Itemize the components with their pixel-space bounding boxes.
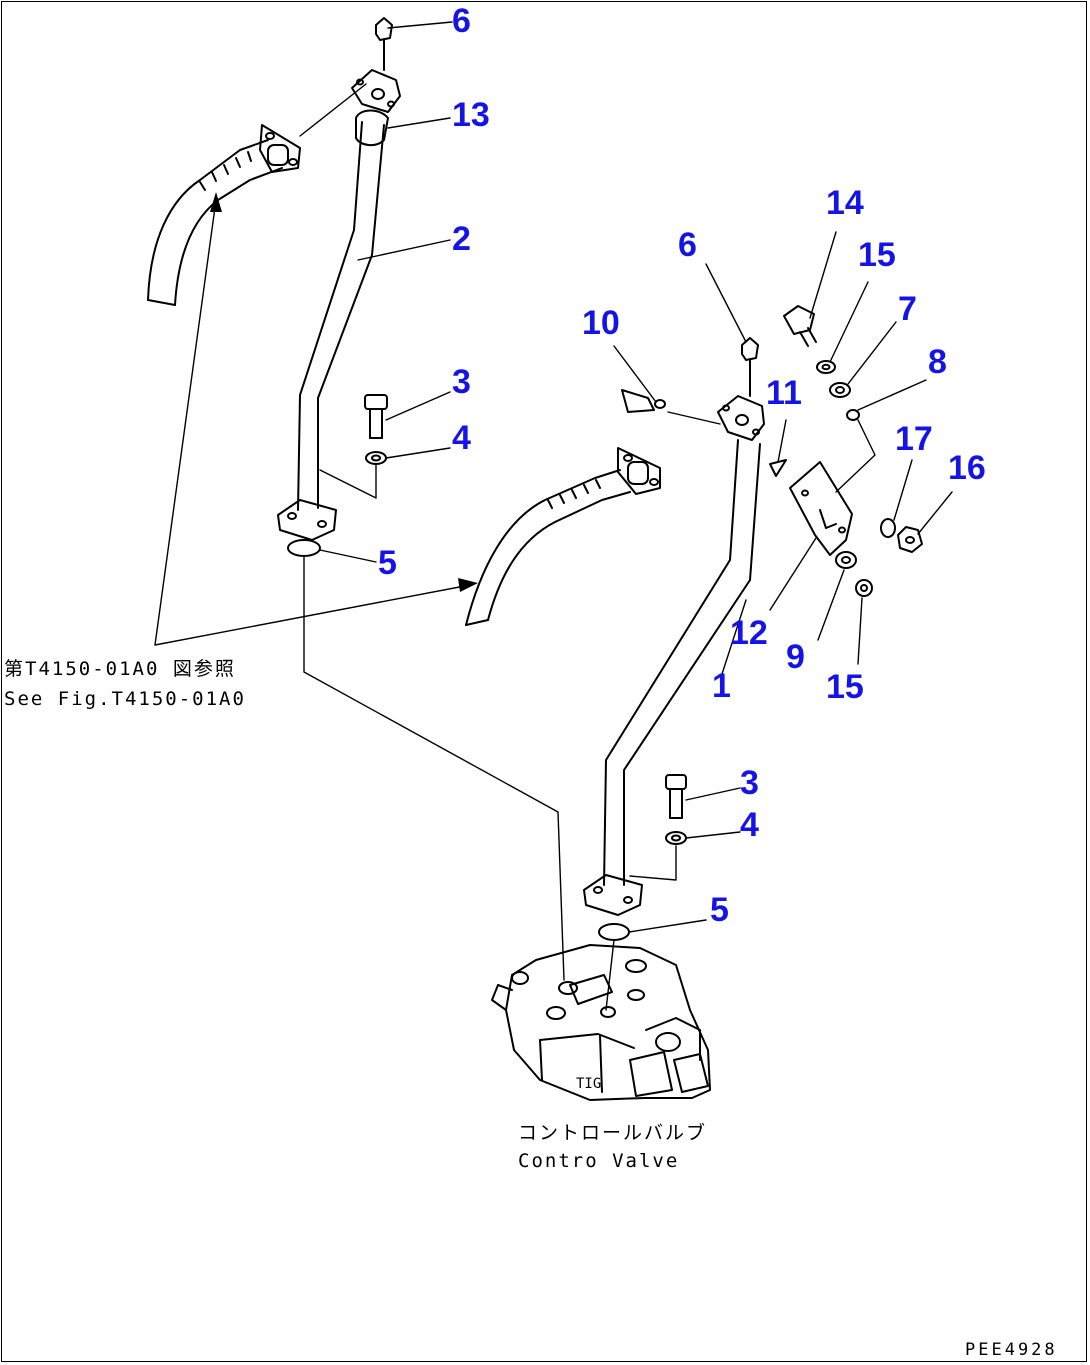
bolt-3-right — [665, 774, 687, 819]
nut-16 — [897, 526, 923, 553]
right-hose — [465, 469, 631, 626]
tube-2 — [297, 109, 389, 511]
callout-1: 1 — [712, 667, 731, 705]
tube-2-base-flange — [277, 499, 337, 541]
valve-label-jp: コントロールバルブ — [518, 1122, 708, 1144]
reference-note-en: See Fig.T4150-01A0 — [4, 688, 246, 710]
callout-15-bottom: 15 — [826, 668, 864, 706]
drawing-code: PEE4928 — [965, 1340, 1058, 1360]
callout-9: 9 — [786, 638, 805, 676]
oring-5-left — [287, 539, 321, 557]
callout-4-right: 4 — [740, 806, 759, 844]
callout-15-top: 15 — [858, 236, 896, 274]
plug-6-top — [375, 17, 393, 71]
collar-8 — [846, 409, 860, 421]
callout-13: 13 — [452, 96, 490, 134]
callout-12: 12 — [730, 614, 768, 652]
right-hose-flange — [617, 447, 661, 495]
callout-3-right: 3 — [740, 764, 759, 802]
washer-17 — [880, 518, 896, 538]
callout-4-left: 4 — [452, 419, 471, 457]
bolt-14 — [783, 305, 817, 347]
upper-flange-6 — [351, 69, 401, 113]
callout-3-left: 3 — [452, 363, 471, 401]
callout-10: 10 — [582, 304, 620, 342]
callout-5-left: 5 — [378, 544, 397, 582]
callout-5-right: 5 — [710, 891, 729, 929]
tube-1 — [603, 439, 761, 886]
washer-4-right — [665, 831, 687, 845]
plug-6-right — [741, 337, 759, 397]
upper-flange-right — [717, 395, 765, 441]
callout-7: 7 — [898, 290, 917, 328]
left-hose-flange — [259, 124, 301, 173]
callout-6-right: 6 — [678, 226, 697, 264]
callout-11: 11 — [766, 374, 802, 412]
callout-14: 14 — [826, 184, 864, 222]
washer-4-left — [365, 451, 387, 465]
callout-2: 2 — [452, 220, 471, 258]
reference-note-jp: 第T4150-01A0 図参照 — [4, 658, 236, 680]
svg-text:TIG: TIG — [576, 1076, 601, 1092]
callout-6-top: 6 — [452, 2, 471, 40]
bolt-3-left — [364, 394, 388, 439]
reference-arrowheads — [210, 192, 478, 592]
washer-15-bottom — [855, 579, 873, 597]
control-valve: TIG — [491, 944, 711, 1101]
washer-15-top — [816, 360, 836, 374]
spacer-9 — [835, 551, 857, 569]
callout-16: 16 — [948, 449, 986, 487]
callout-8: 8 — [928, 343, 947, 381]
left-hose — [147, 139, 283, 306]
oring-5-right — [598, 923, 630, 941]
tube-1-base-flange — [583, 874, 643, 916]
leaders-left — [154, 21, 565, 981]
valve-label-en: Contro Valve — [518, 1150, 680, 1172]
callout-17: 17 — [895, 420, 933, 458]
leaders-right — [605, 231, 953, 1011]
bracket-12 — [789, 461, 853, 556]
spacer-7 — [829, 382, 851, 398]
clip-10 — [621, 389, 666, 413]
